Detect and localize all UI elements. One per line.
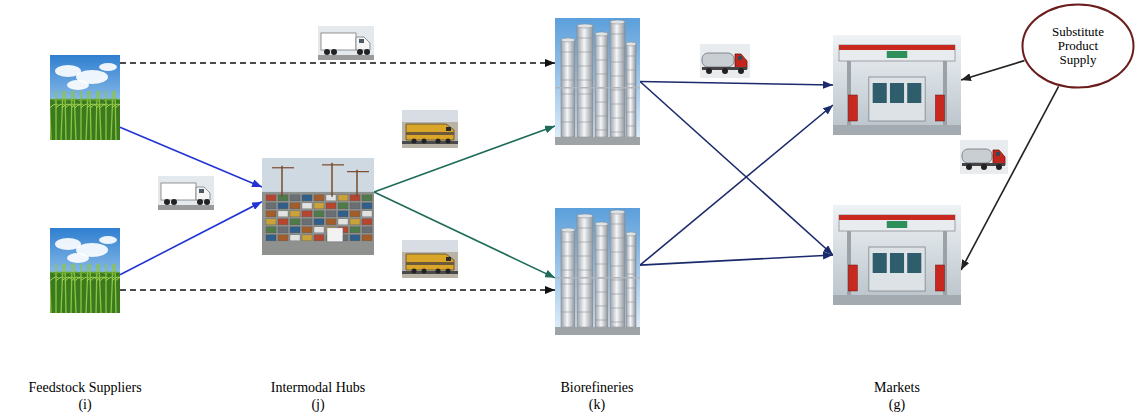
flow-arrow xyxy=(961,61,1024,80)
column-label: Markets xyxy=(874,380,920,396)
farm-picture xyxy=(50,228,120,313)
tank xyxy=(962,149,992,163)
station-picture xyxy=(833,205,961,305)
flow-arrow xyxy=(374,126,555,192)
cab xyxy=(735,54,747,69)
column-label: (k) xyxy=(589,397,605,413)
truck-icon xyxy=(318,26,374,60)
road xyxy=(318,55,374,60)
supply-ellipse: Substitute Product Supply xyxy=(1021,3,1135,89)
photo-ground xyxy=(402,240,458,278)
photo-ground xyxy=(960,140,1008,174)
node-label: Substitute Product Supply xyxy=(1041,25,1115,68)
refinery-node xyxy=(555,18,640,145)
locomotive xyxy=(406,124,454,140)
column-label: (g) xyxy=(889,397,905,413)
flow-arrow xyxy=(640,82,833,86)
flow-arrow xyxy=(640,255,833,265)
farm-picture xyxy=(50,55,120,140)
window xyxy=(359,39,364,43)
photo-ground xyxy=(158,176,214,210)
station-node xyxy=(833,35,961,135)
cab xyxy=(993,150,1005,165)
column-label: Biorefineries xyxy=(560,380,633,396)
photo-ground xyxy=(318,26,374,60)
tank xyxy=(702,53,734,67)
flow-arrow xyxy=(120,62,555,64)
flow-arrow xyxy=(640,82,833,256)
flow-arrow xyxy=(120,202,262,275)
trailer xyxy=(161,183,196,200)
flow-arrow xyxy=(640,105,833,265)
tanker-icon xyxy=(960,140,1008,174)
tanker-icon xyxy=(700,44,750,78)
farm-node xyxy=(50,228,120,313)
train-icon xyxy=(402,110,458,148)
cab xyxy=(356,37,370,50)
trailer xyxy=(321,33,356,50)
refinery-picture xyxy=(555,208,640,335)
column-label: (i) xyxy=(78,397,91,413)
station-picture xyxy=(833,35,961,135)
truck-icon xyxy=(158,176,214,210)
locomotive xyxy=(406,254,454,270)
station-node xyxy=(833,205,961,305)
hub-node xyxy=(262,158,374,255)
flow-arrow xyxy=(961,86,1059,270)
column-label: Feedstock Suppliers xyxy=(28,380,141,396)
window xyxy=(199,189,204,193)
hub-picture xyxy=(262,158,374,255)
train-icon xyxy=(402,240,458,278)
farm-node xyxy=(50,55,120,140)
flow-arrow xyxy=(120,127,262,187)
column-label: Intermodal Hubs xyxy=(271,380,365,396)
photo-ground xyxy=(402,110,458,148)
photo-ground xyxy=(700,44,750,78)
cab xyxy=(196,187,210,200)
refinery-picture xyxy=(555,18,640,145)
flow-arrow xyxy=(120,289,555,291)
column-label: (j) xyxy=(311,397,324,413)
road xyxy=(158,205,214,210)
refinery-node xyxy=(555,208,640,335)
flow-arrow xyxy=(374,192,555,278)
